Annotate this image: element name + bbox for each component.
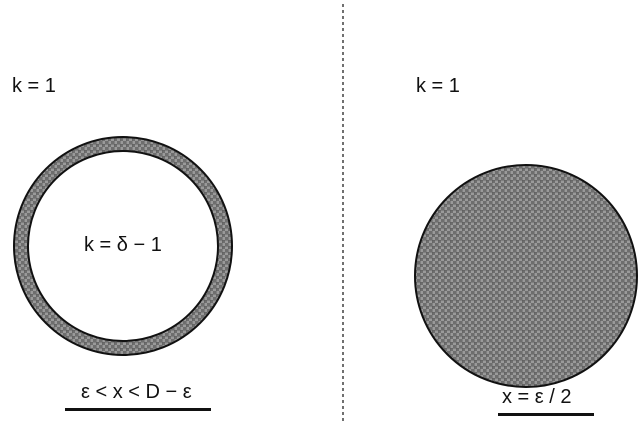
right-condition-label: x = ε / 2	[502, 386, 572, 408]
left-condition-label: ε < x < D − ε	[81, 381, 192, 403]
shaded-disk	[414, 164, 638, 388]
annulus-inner-hole	[27, 150, 219, 342]
left-condition-underline	[65, 408, 211, 411]
left-inner-k-label: k = δ − 1	[84, 234, 162, 256]
right-k-label: k = 1	[416, 75, 460, 97]
left-k-label: k = 1	[12, 75, 56, 97]
right-condition-underline	[498, 413, 594, 416]
